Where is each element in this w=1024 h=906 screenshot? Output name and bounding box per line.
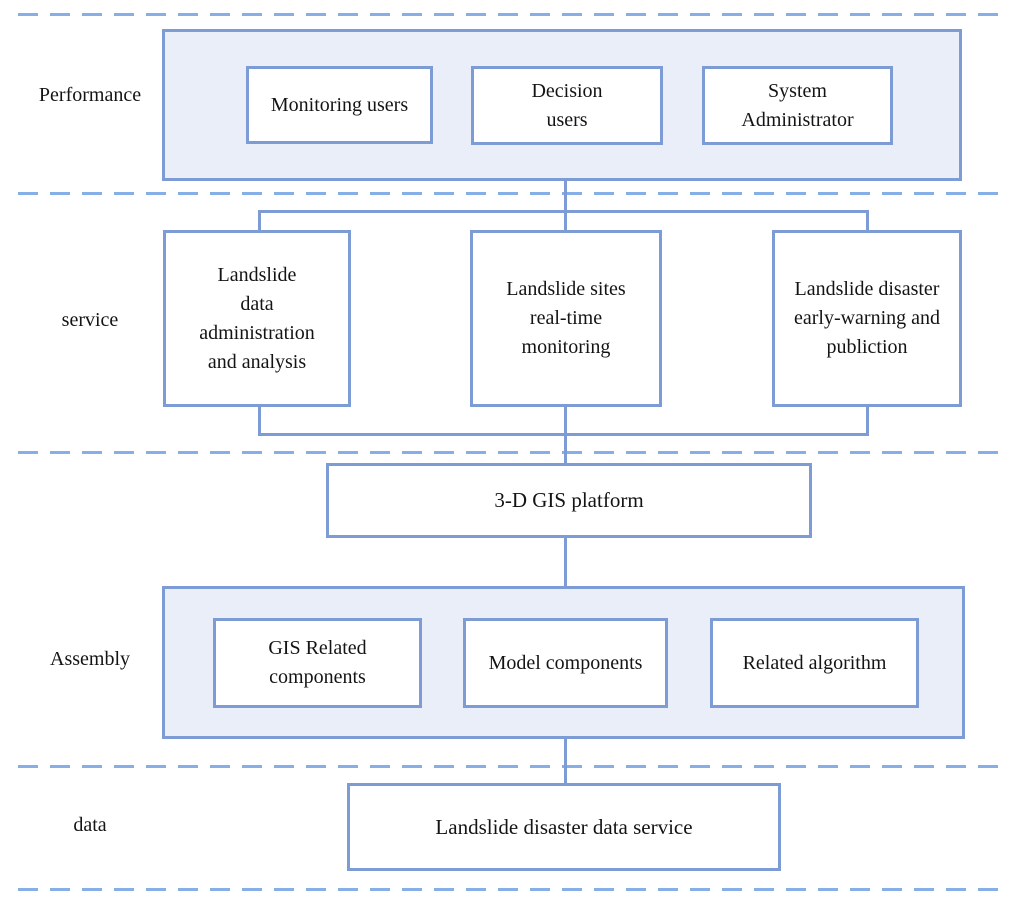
connector-assembly-to-data xyxy=(564,738,567,785)
layer-separator-1 xyxy=(18,13,1008,16)
node-landslide-data-administration: Landslide data administration and analys… xyxy=(163,230,351,407)
layer-label-service: service xyxy=(61,309,119,331)
layer-separator-5 xyxy=(18,888,1008,891)
connector-service-bottom-left-stub xyxy=(258,405,261,436)
node-model-components: Model components xyxy=(463,618,668,708)
connector-performance-to-service xyxy=(564,180,567,231)
node-landslide-early-warning: Landslide disaster early-warning and pub… xyxy=(772,230,962,407)
connector-service-top-bracket xyxy=(258,210,869,213)
connector-platform-to-assembly xyxy=(564,536,567,587)
node-decision-users: Decision users xyxy=(471,66,663,145)
connector-service-bottom-mid-stub xyxy=(564,405,567,436)
connector-service-bottom-right-stub xyxy=(866,405,869,436)
node-3d-gis-platform: 3-D GIS platform xyxy=(326,463,812,538)
node-landslide-sites-monitoring: Landslide sites real-time monitoring xyxy=(470,230,662,407)
layer-separator-3 xyxy=(18,451,1008,454)
node-landslide-data-service: Landslide disaster data service xyxy=(347,783,781,871)
connector-service-top-right-stub xyxy=(866,210,869,232)
node-system-administrator: System Administrator xyxy=(702,66,893,145)
node-monitoring-users: Monitoring users xyxy=(246,66,433,144)
node-related-algorithm: Related algorithm xyxy=(710,618,919,708)
node-gis-related-components: GIS Related components xyxy=(213,618,422,708)
layer-separator-2 xyxy=(18,192,1008,195)
layer-label-performance: Performance xyxy=(38,84,142,106)
connector-service-top-left-stub xyxy=(258,210,261,232)
layer-label-assembly: Assembly xyxy=(50,648,130,670)
connector-service-bottom-bracket xyxy=(258,433,869,436)
layer-label-data: data xyxy=(73,814,107,836)
layer-separator-4 xyxy=(18,765,1008,768)
connector-service-to-platform xyxy=(564,433,567,466)
